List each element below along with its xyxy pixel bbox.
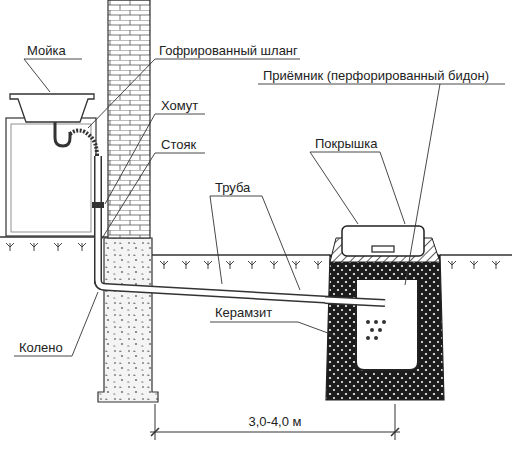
leader-lines [14,59,505,356]
perforated-can [356,280,418,370]
sink-bowl [10,94,94,122]
corrugated-hose [70,130,97,156]
ground-mark [470,261,478,269]
callout-label: Хомут [160,98,199,113]
clay-pit [326,255,444,400]
callout-label: Керамзит [214,305,273,320]
ground-mark [78,243,86,251]
ground-mark [204,261,212,269]
ground-mark [54,243,62,251]
ground-mark [248,261,256,269]
callout-label: Покрышка [314,136,378,151]
callout-label: Гофрированный шланг [158,43,299,58]
callout-label: 3,0-4,0 м [247,414,302,429]
perforations [366,320,386,340]
callout-label: Труба [214,180,251,195]
ground-mark [182,261,190,269]
ground-mark [160,261,168,269]
siphon [55,122,70,146]
ground-mark [6,243,14,251]
clamp [92,202,104,208]
ground-mark [292,261,300,269]
ground-mark [492,261,500,269]
cover-hatch [372,246,394,252]
ground-mark [270,261,278,269]
callout-label: Колено [18,340,64,355]
cover [342,226,424,256]
cabinet-door [11,124,91,232]
callout-label: Мойка [26,43,67,58]
foundation [98,238,158,402]
ground-mark [30,243,38,251]
dimension-line [150,404,400,440]
sink-cabinet [6,118,96,236]
callout-label: Приёмник (перфорированный бидон) [262,68,490,83]
ground-mark [226,261,234,269]
brick-wall [108,0,150,238]
ground-mark [314,261,322,269]
riser-pipe [94,156,102,284]
ground-marks [6,243,500,269]
ground-mark [448,261,456,269]
callout-label: Стояк [160,137,197,152]
